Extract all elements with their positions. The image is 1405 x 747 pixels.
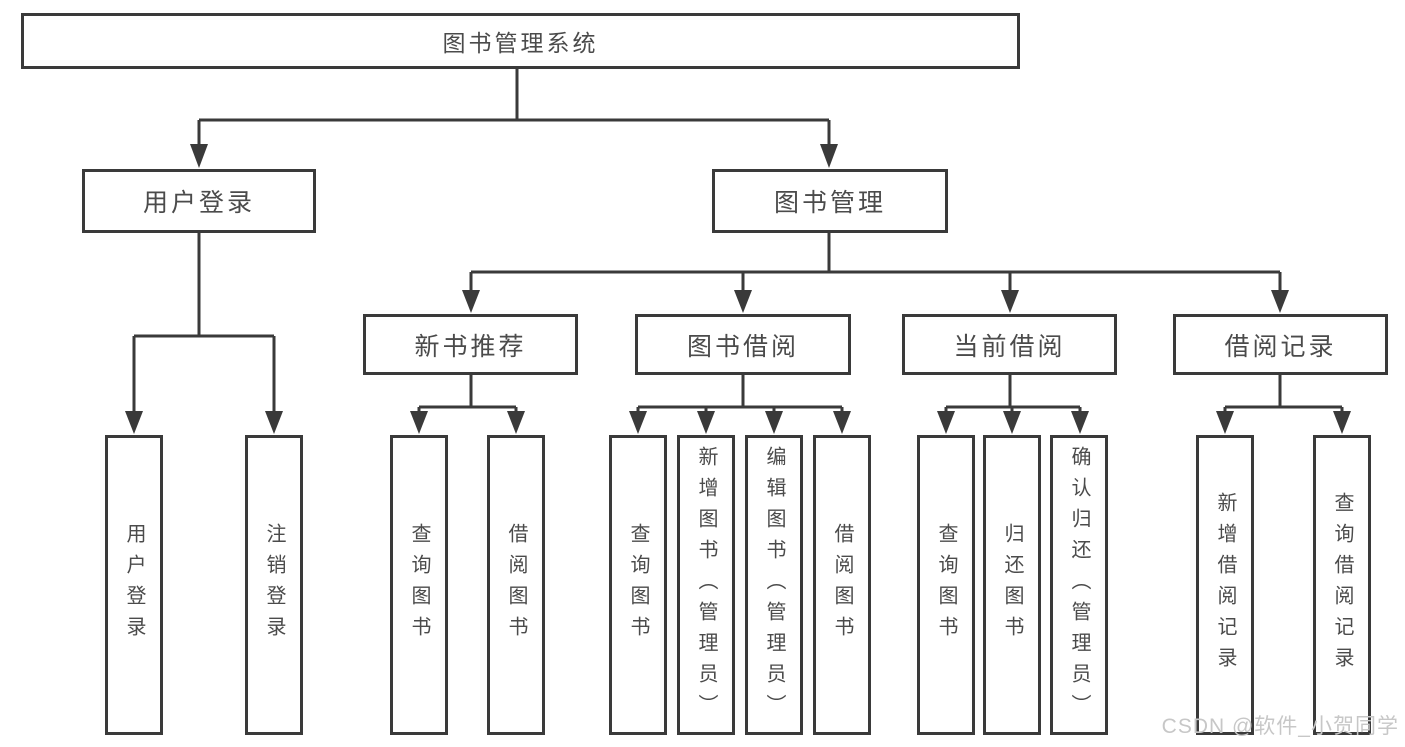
arrowhead <box>410 411 428 434</box>
arrowhead <box>629 411 647 434</box>
node-new-book-recommendation: 新书推荐 <box>363 314 578 375</box>
arrowhead <box>697 411 715 434</box>
leaf-query-books-borrowing: 查询图书 <box>609 435 667 735</box>
arrowhead <box>507 411 525 434</box>
arrowhead <box>937 411 955 434</box>
node-label: 图书管理系统 <box>442 30 599 56</box>
leaf-confirm-return-admin: 确认归还（管理员） <box>1050 435 1108 735</box>
leaf-label: 编辑图书（管理员） <box>763 445 785 725</box>
node-current-borrowing: 当前借阅 <box>902 314 1117 375</box>
connector-current-borrowing-to-leaves <box>944 375 1082 413</box>
leaf-query-books-current: 查询图书 <box>917 435 975 735</box>
leaf-label: 新增图书（管理员） <box>695 445 717 725</box>
leaf-label: 借阅图书 <box>505 523 527 647</box>
connector-root-to-level2 <box>197 69 831 146</box>
leaf-logout: 注销登录 <box>245 435 303 735</box>
leaf-label: 借阅图书 <box>831 523 853 647</box>
csdn-watermark: CSDN @软件_小贺同学 <box>1161 715 1399 738</box>
arrowhead <box>833 411 851 434</box>
node-borrowing-records: 借阅记录 <box>1173 314 1388 375</box>
arrowhead <box>125 411 143 434</box>
leaf-label: 确认归还（管理员） <box>1068 445 1090 725</box>
leaf-label: 用户登录 <box>123 523 145 647</box>
leaf-borrow-books: 借阅图书 <box>813 435 871 735</box>
connector-user-login-to-leaves <box>132 233 276 413</box>
node-label: 借阅记录 <box>1224 332 1337 361</box>
leaf-label: 归还图书 <box>1001 523 1023 647</box>
arrowhead <box>1001 290 1019 313</box>
arrowhead <box>1216 411 1234 434</box>
arrowhead <box>734 290 752 313</box>
node-book-management: 图书管理 <box>712 169 948 233</box>
arrowhead <box>820 144 838 168</box>
node-user-login: 用户登录 <box>82 169 316 233</box>
arrowhead <box>1271 290 1289 313</box>
leaf-label: 新增借阅记录 <box>1214 492 1236 678</box>
node-book-borrowing: 图书借阅 <box>635 314 851 375</box>
leaf-label: 注销登录 <box>263 523 285 647</box>
node-label: 图书借阅 <box>686 332 799 361</box>
leaf-label: 查询图书 <box>627 523 649 647</box>
leaf-query-borrow-record: 查询借阅记录 <box>1313 435 1371 735</box>
leaf-borrow-books-recommend: 借阅图书 <box>487 435 545 735</box>
arrowhead <box>765 411 783 434</box>
leaf-label: 查询借阅记录 <box>1331 492 1353 678</box>
connector-new-book-to-leaves <box>417 375 518 413</box>
arrowhead <box>1003 411 1021 434</box>
connector-borrowing-records-to-leaves <box>1223 375 1344 413</box>
node-label: 新书推荐 <box>414 332 527 361</box>
arrowhead <box>265 411 283 434</box>
arrowhead <box>1071 411 1089 434</box>
leaf-label: 查询图书 <box>935 523 957 647</box>
arrowhead <box>462 290 480 313</box>
node-label: 图书管理 <box>773 189 886 217</box>
arrowhead <box>1333 411 1351 434</box>
node-library-management-system: 图书管理系统 <box>21 13 1020 69</box>
leaf-add-books-admin: 新增图书（管理员） <box>677 435 735 735</box>
leaf-return-books: 归还图书 <box>983 435 1041 735</box>
leaf-label: 查询图书 <box>408 523 430 647</box>
connector-book-management-to-level3 <box>469 233 1282 292</box>
arrowhead <box>190 144 208 168</box>
leaf-edit-books-admin: 编辑图书（管理员） <box>745 435 803 735</box>
leaf-query-books-recommend: 查询图书 <box>390 435 448 735</box>
connector-book-borrowing-to-leaves <box>636 375 844 413</box>
leaf-add-borrow-record: 新增借阅记录 <box>1196 435 1254 735</box>
node-label: 当前借阅 <box>953 332 1066 361</box>
node-label: 用户登录 <box>142 189 255 217</box>
leaf-user-login: 用户登录 <box>105 435 163 735</box>
